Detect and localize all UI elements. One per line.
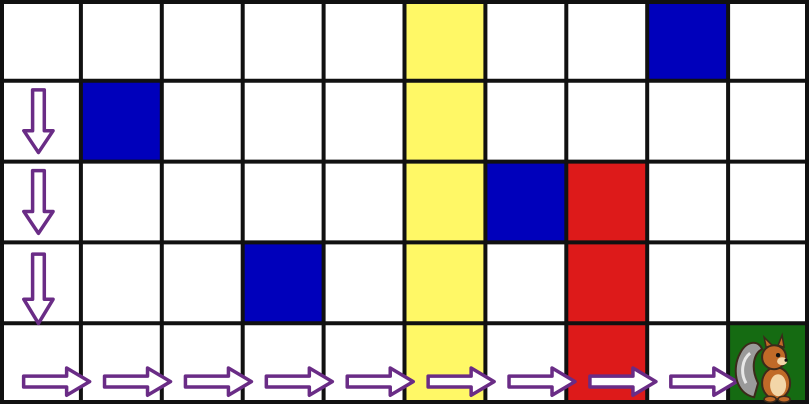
cell-empty-r0-c4: [323, 0, 405, 81]
path-arrow-right: [426, 366, 496, 398]
arrow-shape: [507, 366, 577, 398]
goal-layer: [734, 332, 792, 403]
cell-empty-r3-c1: [80, 242, 162, 324]
arrow-shape: [264, 366, 335, 398]
cell-empty-r0-c9: [728, 0, 809, 81]
squirrel-foot: [777, 395, 791, 403]
cell-empty-r1-c6: [485, 80, 567, 162]
squirrel-tail-highlight: [741, 352, 752, 384]
squirrel-nose: [784, 358, 788, 362]
cell-empty-r3-c4: [323, 242, 405, 324]
cell-red-r2-c7: [566, 161, 648, 243]
squirrel-belly: [770, 374, 787, 397]
cell-blue-r3-c3: [242, 242, 324, 324]
cell-empty-r0-c0: [0, 0, 81, 81]
squirrel-head: [761, 344, 788, 371]
squirrel-muzzle: [777, 357, 788, 366]
path-arrow-right: [183, 366, 254, 398]
path-arrow-right: [102, 366, 173, 398]
squirrel-ear: [777, 332, 786, 349]
cell-empty-r2-c2: [161, 161, 243, 243]
arrow-shape: [588, 366, 658, 398]
path-arrow-right: [264, 366, 335, 398]
cell-empty-r3-c6: [485, 242, 567, 324]
squirrel-tail: [734, 341, 764, 399]
cell-empty-r2-c8: [647, 161, 729, 243]
arrow-shape: [426, 366, 496, 398]
path-arrows: [21, 88, 739, 398]
arrow-shape: [22, 88, 55, 155]
cell-empty-r1-c2: [161, 80, 243, 162]
cell-empty-r2-c3: [242, 161, 324, 243]
cell-blue-r0-c8: [647, 0, 729, 81]
path-arrow-right: [507, 366, 577, 398]
cell-empty-r1-c8: [647, 80, 729, 162]
cell-empty-r1-c9: [728, 80, 809, 162]
cell-empty-r0-c1: [80, 0, 162, 81]
path-arrow-right: [345, 366, 415, 398]
arrow-shape: [669, 366, 739, 398]
arrow-shape: [22, 252, 55, 326]
cell-empty-r2-c4: [323, 161, 405, 243]
squirrel-ear: [762, 334, 774, 349]
arrow-shape: [22, 168, 55, 236]
path-arrow-down: [22, 168, 55, 236]
cell-blue-r1-c1: [80, 80, 162, 162]
squirrel-eye: [775, 353, 781, 358]
arrow-shape: [345, 366, 415, 398]
cell-empty-r2-c9: [728, 161, 809, 243]
path-arrow-down: [22, 252, 55, 326]
cell-empty-r0-c7: [566, 0, 648, 81]
arrow-shape: [183, 366, 254, 398]
cell-empty-r1-c4: [323, 80, 405, 162]
cell-red-r3-c7: [566, 242, 648, 324]
arrow-shape: [102, 366, 173, 398]
arrow-shape: [21, 366, 92, 398]
cell-yellow-r2-c5: [404, 161, 486, 243]
path-arrow-down: [22, 88, 55, 155]
cell-empty-r0-c2: [161, 0, 243, 81]
cell-empty-r1-c7: [566, 80, 648, 162]
cell-empty-r0-c3: [242, 0, 324, 81]
cell-empty-r1-c3: [242, 80, 324, 162]
squirrel-icon: [734, 332, 792, 403]
path-arrow-right: [669, 366, 739, 398]
cell-empty-r3-c8: [647, 242, 729, 324]
path-arrow-right: [588, 366, 658, 398]
cell-empty-r2-c1: [80, 161, 162, 243]
cell-yellow-r1-c5: [404, 80, 486, 162]
squirrel-foot: [763, 395, 777, 403]
cell-yellow-r0-c5: [404, 0, 486, 81]
cell-blue-r2-c6: [485, 161, 567, 243]
cell-empty-r0-c6: [485, 0, 567, 81]
cell-empty-r3-c9: [728, 242, 809, 324]
cell-empty-r3-c2: [161, 242, 243, 324]
path-arrow-right: [21, 366, 92, 398]
cell-yellow-r3-c5: [404, 242, 486, 324]
